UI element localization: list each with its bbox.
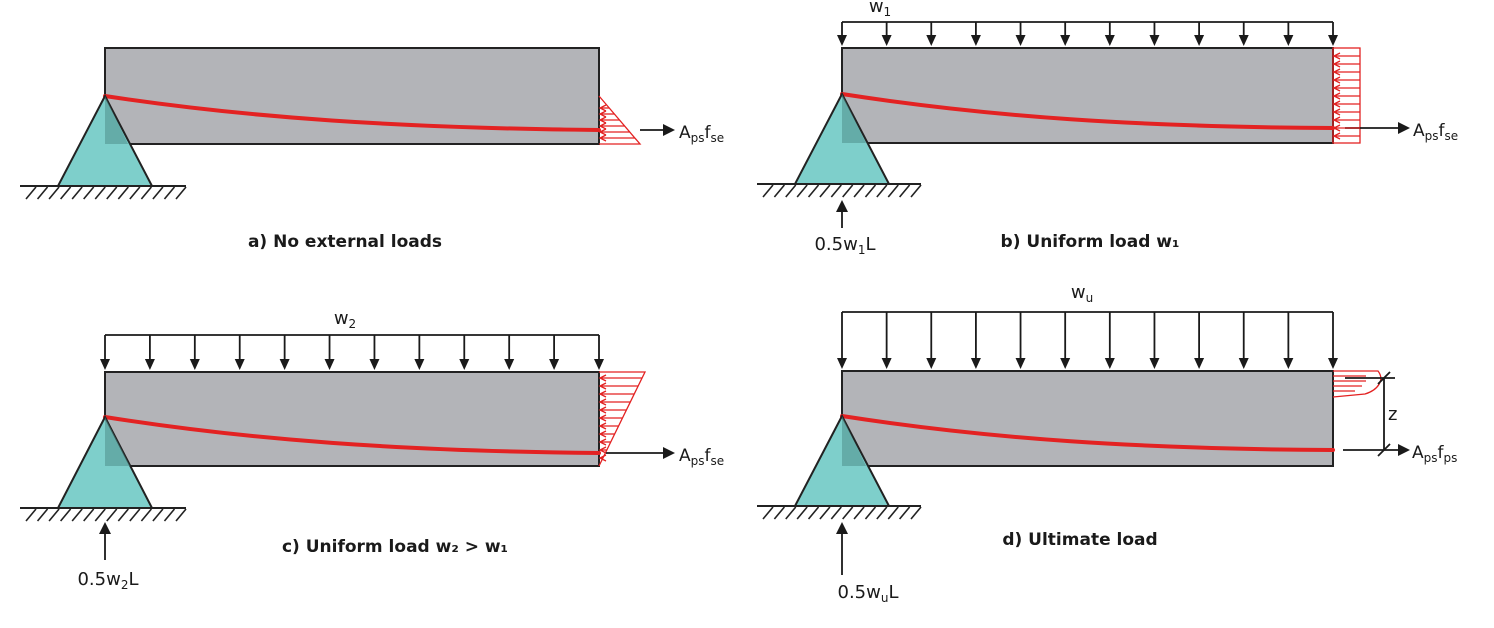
load-arrow — [1328, 22, 1338, 46]
load-label: w2 — [334, 308, 356, 331]
load-arrow — [1194, 312, 1205, 369]
load-arrow — [1060, 312, 1071, 369]
reaction-arrow — [836, 522, 848, 575]
beam — [841, 370, 1334, 467]
load-arrow — [459, 335, 470, 370]
load-arrow — [1283, 22, 1294, 46]
panel-b: w1 Apsfse 0.5w1L b) Uniform load w₁ — [757, 0, 1458, 257]
uniform-load-arrows — [837, 312, 1338, 369]
load-arrow — [1328, 312, 1338, 369]
stress-block — [598, 371, 647, 467]
reaction-label: 0.5w2L — [77, 569, 138, 592]
load-arrow — [1060, 22, 1071, 46]
load-arrow — [369, 335, 380, 370]
load-arrow — [926, 312, 937, 369]
panel-caption: c) Uniform load w₂ > w₁ — [282, 537, 508, 557]
load-arrow — [1015, 312, 1026, 369]
prestressing-tendon — [103, 415, 601, 455]
panel-caption: a) No external loads — [248, 232, 442, 252]
force-label: Apsfse — [1413, 121, 1458, 143]
prestressing-tendon — [103, 94, 601, 132]
force-label: Apsfse — [679, 446, 724, 468]
load-arrow — [1015, 22, 1026, 46]
ground-hatch — [762, 506, 922, 520]
panel-caption: b) Uniform load w₁ — [1001, 232, 1180, 252]
load-arrow — [1194, 22, 1205, 46]
load-arrow — [1238, 22, 1249, 46]
load-arrow — [1104, 312, 1115, 369]
load-arrow — [144, 335, 155, 370]
load-arrow — [837, 22, 847, 46]
force-label: Apsfse — [679, 123, 724, 145]
load-arrow — [1104, 22, 1115, 46]
reaction-arrow — [99, 522, 111, 560]
panel-d: wu z Apsfps — [757, 282, 1457, 605]
load-arrow — [414, 335, 425, 370]
load-arrow — [279, 335, 290, 370]
pin-support — [20, 93, 186, 187]
load-arrow — [549, 335, 560, 370]
load-arrow — [234, 335, 245, 370]
load-arrow — [881, 312, 892, 369]
load-arrow — [881, 22, 892, 46]
load-arrow — [970, 22, 981, 46]
stress-arrows — [598, 104, 635, 142]
load-arrow — [504, 335, 515, 370]
reaction-arrow — [836, 200, 848, 228]
panel-caption: d) Ultimate load — [1002, 530, 1157, 550]
load-arrow — [1149, 22, 1160, 46]
load-arrow — [189, 335, 200, 370]
reaction-label: 0.5wuL — [838, 582, 899, 605]
pin-support — [757, 413, 921, 507]
force-arrow — [640, 124, 675, 136]
load-arrow — [1238, 312, 1249, 369]
stress-arrows — [598, 374, 643, 462]
panel-c: w2 Apsfse 0.5w2L c) Uniform load w₂ > w₁ — [20, 308, 724, 592]
load-label: w1 — [869, 0, 891, 19]
prestressing-tendon — [840, 92, 1335, 130]
load-arrow — [100, 335, 110, 370]
pin-support — [757, 91, 921, 185]
load-arrow — [1283, 312, 1294, 369]
load-arrow — [970, 312, 981, 369]
ground-hatch — [25, 186, 187, 200]
panel-a: Apsfse a) No external loads — [20, 47, 724, 252]
reaction-label: 0.5w1L — [814, 234, 875, 257]
force-arrow — [1343, 444, 1410, 456]
load-arrow — [324, 335, 335, 370]
force-arrow — [606, 447, 675, 459]
uniform-load-arrows — [837, 22, 1338, 46]
stress-block — [598, 95, 642, 145]
ground-hatch — [762, 184, 922, 198]
uniform-load-arrows — [100, 335, 604, 370]
ground-hatch — [25, 508, 187, 522]
prestressing-tendon — [840, 414, 1335, 452]
load-label: wu — [1071, 282, 1093, 305]
stress-arrows — [1332, 52, 1360, 140]
load-arrow — [594, 335, 604, 370]
stress-block — [1332, 370, 1382, 398]
load-arrow — [1149, 312, 1160, 369]
lever-arm-label: z — [1388, 404, 1397, 425]
force-label: Apsfps — [1412, 443, 1457, 465]
pin-support — [20, 414, 186, 509]
load-arrow — [837, 312, 847, 369]
load-arrow — [926, 22, 937, 46]
